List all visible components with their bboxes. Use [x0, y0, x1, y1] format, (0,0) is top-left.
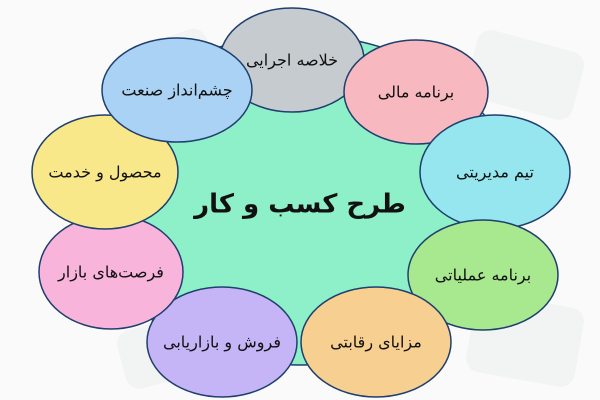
- node-label-market-opportunities: فرصت‌های بازار: [57, 263, 164, 283]
- node-industry-outlook: چشم‌انداز صنعت: [101, 37, 253, 143]
- node-ellipse-sales-marketing: [146, 286, 298, 398]
- node-label-industry-outlook: چشم‌انداز صنعت: [121, 81, 232, 101]
- node-executive-summary: خلاصه اجرایی: [219, 7, 365, 113]
- node-label-management-team: تیم مدیریتی: [456, 163, 534, 183]
- node-ellipse-financial-plan: [343, 39, 489, 145]
- node-label-competitive-advantages: مزایای رقابتی: [330, 333, 422, 353]
- node-label-executive-summary: خلاصه اجرایی: [246, 51, 338, 71]
- node-ellipse-competitive-advantages: [300, 286, 452, 398]
- node-label-sales-marketing: فروش و بازاریابی: [163, 333, 281, 353]
- node-management-team: تیم مدیریتی: [419, 114, 571, 230]
- node-market-opportunities: فرصت‌های بازار: [38, 214, 184, 330]
- node-ellipse-industry-outlook: [101, 37, 253, 143]
- node-competitive-advantages: مزایای رقابتی: [300, 286, 452, 398]
- center-title: طرح کسب و کار: [192, 190, 406, 220]
- node-label-financial-plan: برنامه مالی: [378, 83, 455, 103]
- node-label-product-service: محصول و خدمت: [48, 163, 161, 183]
- node-financial-plan: برنامه مالی: [343, 39, 489, 145]
- node-product-service: محصول و خدمت: [31, 114, 179, 230]
- node-operational-plan: برنامه عملیاتی: [407, 219, 559, 331]
- nodes-layer: خلاصه اجرایی برنامه مالی تیم مدیریتی برنامه…: [31, 7, 571, 398]
- node-label-operational-plan: برنامه عملیاتی: [435, 266, 531, 286]
- node-ellipse-product-service: [31, 114, 179, 230]
- node-sales-marketing: فروش و بازاریابی: [146, 286, 298, 398]
- node-ellipse-operational-plan: [407, 219, 559, 331]
